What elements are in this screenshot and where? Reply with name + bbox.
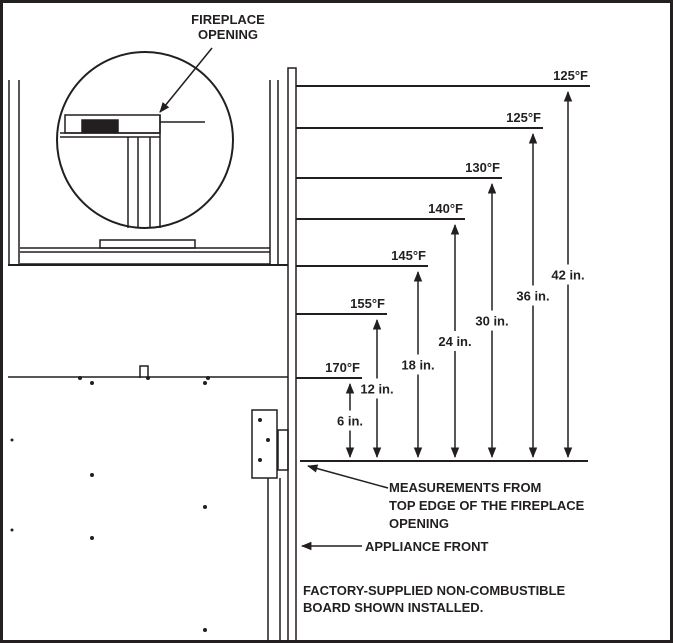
height-label: 24 in. <box>438 334 471 349</box>
callout-label-line1: FIREPLACE <box>191 12 265 27</box>
callout-arrow <box>159 47 213 113</box>
height-label: 18 in. <box>401 358 434 373</box>
board-note-line1: FACTORY-SUPPLIED NON-COMBUSTIBLE <box>303 583 566 598</box>
height-label-bg <box>468 311 516 330</box>
appliance-front-panel <box>251 67 297 643</box>
height-label-bg <box>353 379 401 398</box>
height-label-bg <box>326 411 374 430</box>
chase-structure <box>8 80 288 378</box>
height-label: 30 in. <box>475 314 508 329</box>
height-label: 42 in. <box>551 268 584 283</box>
temp-label: 130°F <box>465 160 500 175</box>
height-label-bg <box>394 355 442 374</box>
temp-label: 170°F <box>325 360 360 375</box>
measurement-note-line2: TOP EDGE OF THE FIREPLACE <box>389 498 585 513</box>
latch-icon <box>139 365 149 378</box>
height-label: 6 in. <box>337 414 363 429</box>
fastener-dots <box>10 376 270 632</box>
board-note-line2: BOARD SHOWN INSTALLED. <box>303 600 483 615</box>
temp-label: 125°F <box>506 110 541 125</box>
temp-label: 155°F <box>350 296 385 311</box>
appliance-front-label: APPLIANCE FRONT <box>365 539 489 554</box>
temp-label: 125°F <box>553 68 588 83</box>
temp-label: 140°F <box>428 201 463 216</box>
measurement-note-line3: OPENING <box>389 516 449 531</box>
labels: FIREPLACE OPENING MEASUREMENTS FROM TOP … <box>191 12 584 615</box>
detail-magnifier <box>56 51 234 229</box>
height-label: 12 in. <box>360 382 393 397</box>
temperature-levels: 125°F 42 in. 125°F 36 in. 130°F 30 in. 140°F 24… <box>296 68 592 459</box>
measurement-note-line1: MEASUREMENTS FROM <box>389 480 541 495</box>
height-label: 36 in. <box>516 289 549 304</box>
callout-label-line2: OPENING <box>198 27 258 42</box>
measurement-pointer <box>306 464 389 489</box>
height-label-bg <box>509 286 557 305</box>
temp-label: 145°F <box>391 248 426 263</box>
height-label-bg <box>431 332 479 350</box>
height-label-bg <box>544 265 592 284</box>
